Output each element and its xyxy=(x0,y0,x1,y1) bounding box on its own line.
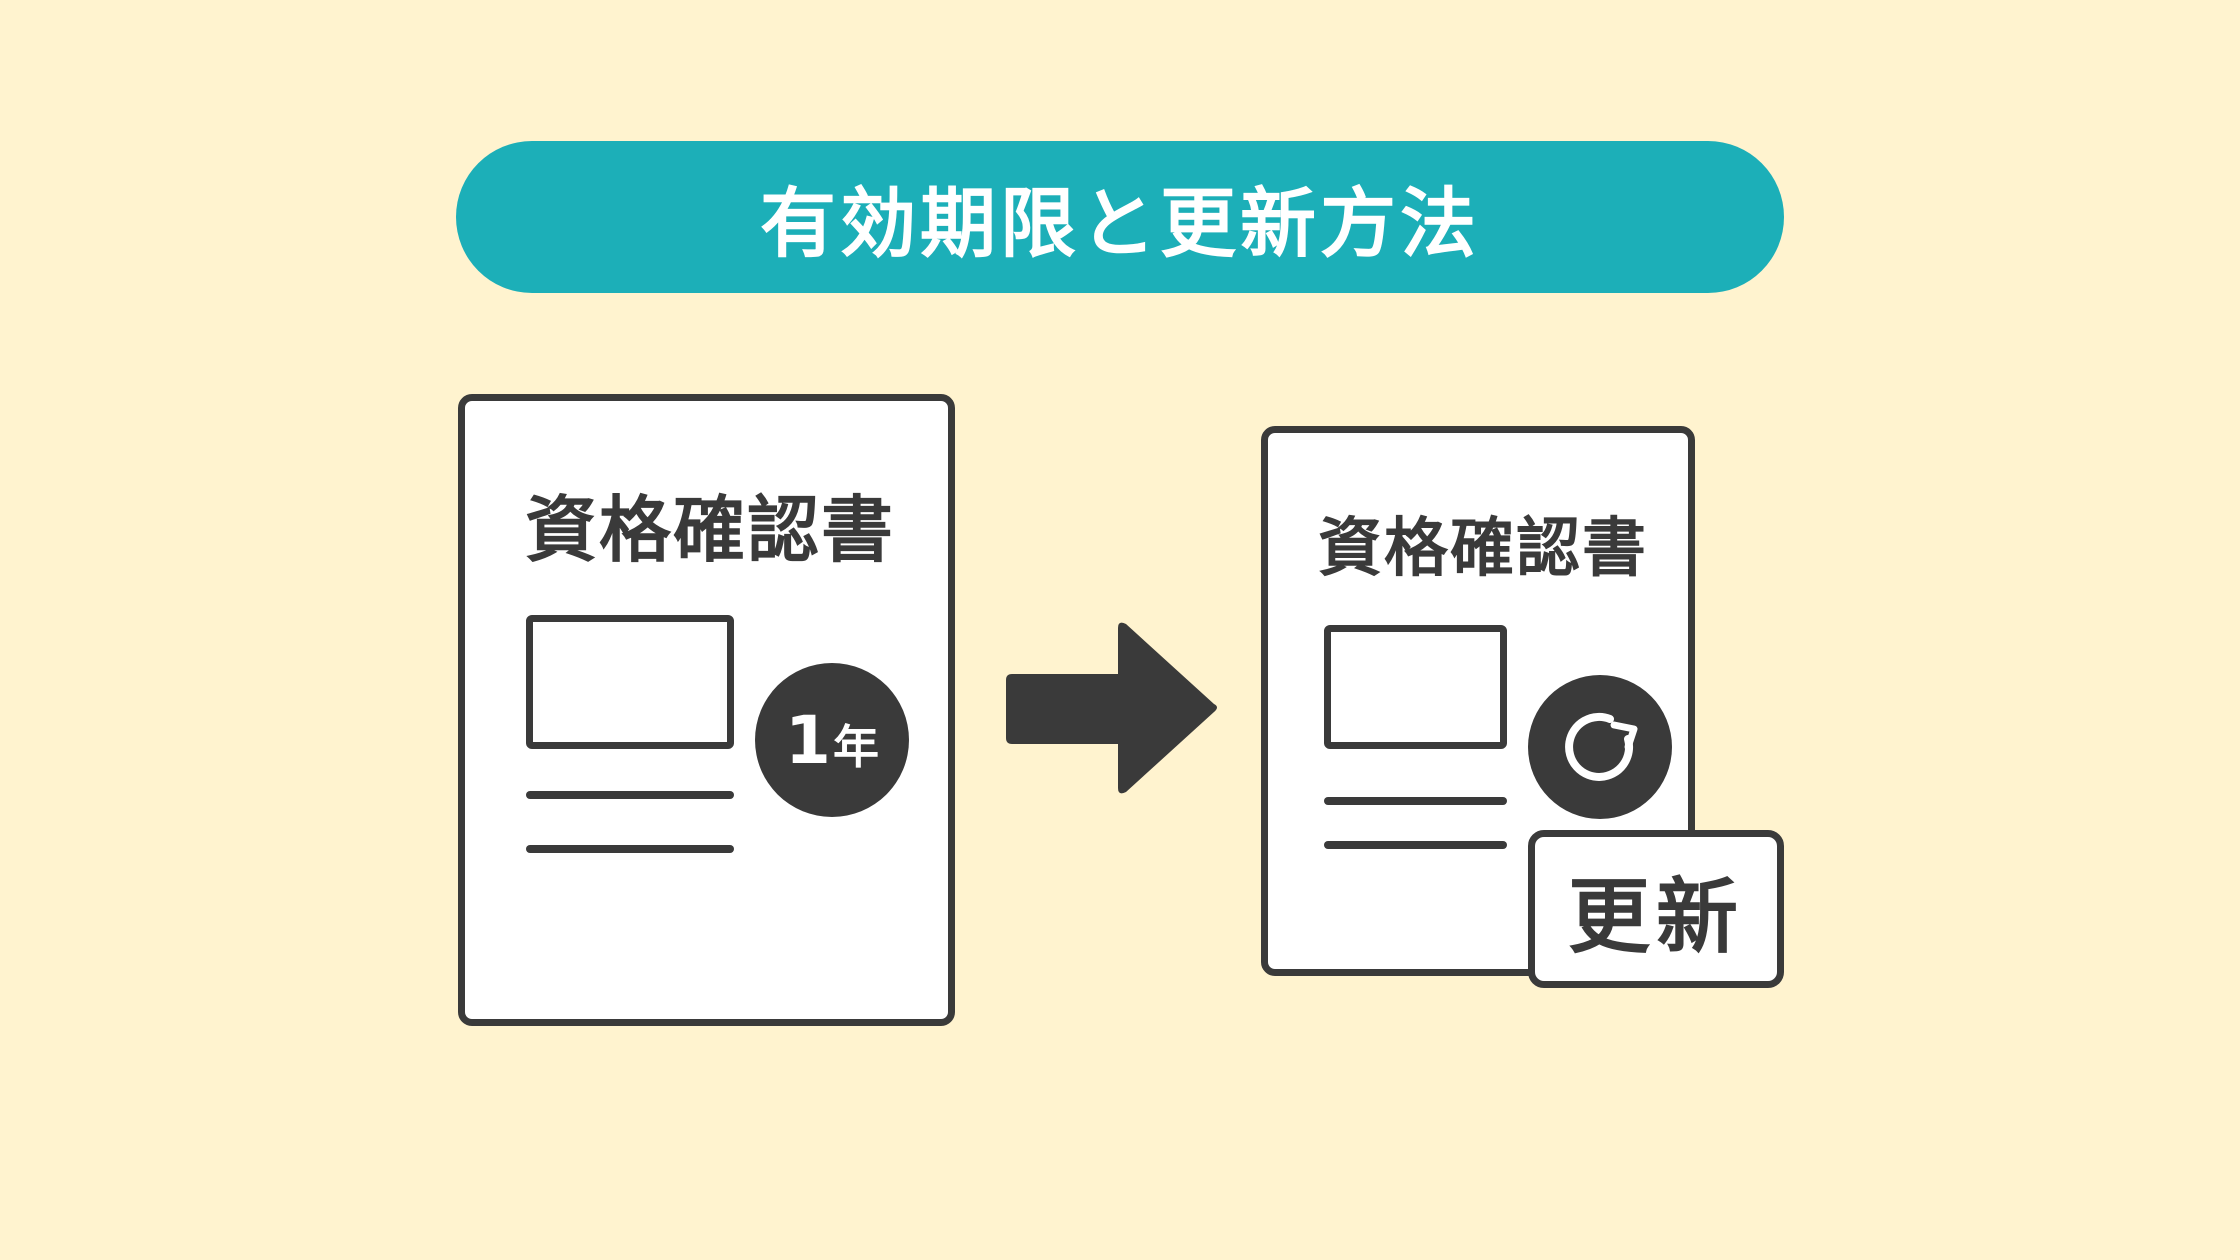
certificate-card-after: 資格確認書 xyxy=(1261,426,1695,976)
photo-placeholder xyxy=(1324,625,1507,749)
text-line xyxy=(1324,797,1507,805)
validity-number: 1 xyxy=(785,701,831,779)
validity-badge: 1 年 xyxy=(755,663,909,817)
text-line xyxy=(526,791,734,799)
renewal-badge: 更新 xyxy=(1528,830,1784,988)
certificate-title: 資格確認書 xyxy=(1318,512,1648,586)
validity-label: 1 年 xyxy=(785,702,879,779)
refresh-icon xyxy=(1565,713,1638,781)
certificate-title: 資格確認書 xyxy=(525,488,896,572)
title-banner: 有効期限と更新方法 xyxy=(456,141,1784,293)
renewal-label: 更新 xyxy=(1567,869,1744,965)
refresh-badge xyxy=(1528,675,1672,819)
right-arrow-icon xyxy=(1006,622,1217,794)
text-line xyxy=(1324,841,1507,849)
photo-placeholder xyxy=(526,615,734,749)
validity-unit: 年 xyxy=(832,719,879,774)
page-title: 有効期限と更新方法 xyxy=(760,179,1480,268)
certificate-card-before: 資格確認書 1 年 xyxy=(458,394,955,1026)
text-line xyxy=(526,845,734,853)
